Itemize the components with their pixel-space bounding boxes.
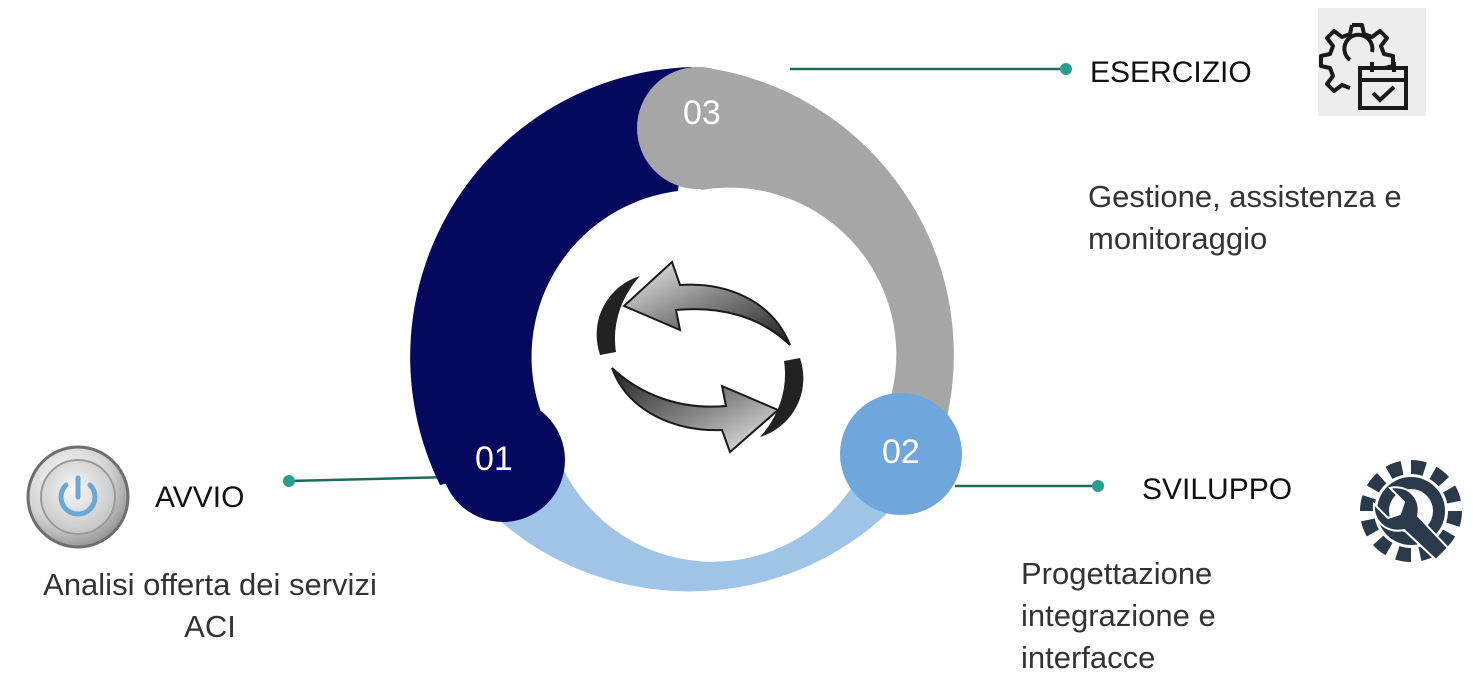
ring-segment-01 <box>410 67 692 485</box>
phase-desc-avvio: Analisi offerta dei servizi ACI <box>43 567 377 644</box>
cycle-arrows-icon <box>596 260 804 454</box>
phase-number-03: 03 <box>683 94 721 132</box>
connector-avvio <box>283 475 451 487</box>
power-button-icon <box>20 439 136 555</box>
phase-desc-esercizio: Gestione, assistenza e monitoraggio <box>1088 179 1402 256</box>
phase-title-avvio: AVVIO <box>155 481 245 514</box>
phase-title-esercizio: ESERCIZIO <box>1090 56 1252 89</box>
ring-head-03-cap <box>637 67 759 189</box>
badge-02 <box>840 393 962 515</box>
phase-title-sviluppo: SVILUPPO <box>1142 473 1293 506</box>
connector-esercizio <box>790 63 1072 75</box>
phase-desc-sviluppo: Progettazione integrazione e interfacce <box>1021 556 1216 675</box>
phase-number-01: 01 <box>475 440 513 478</box>
phase-number-02: 02 <box>882 433 920 471</box>
gear-calendar-icon <box>1318 8 1426 116</box>
ring-segment-02 <box>486 438 936 592</box>
ring-head-01 <box>441 398 565 522</box>
wrench-gear-icon <box>1360 460 1462 562</box>
connector-sviluppo <box>955 480 1104 492</box>
ring-segment-03 <box>701 67 954 460</box>
